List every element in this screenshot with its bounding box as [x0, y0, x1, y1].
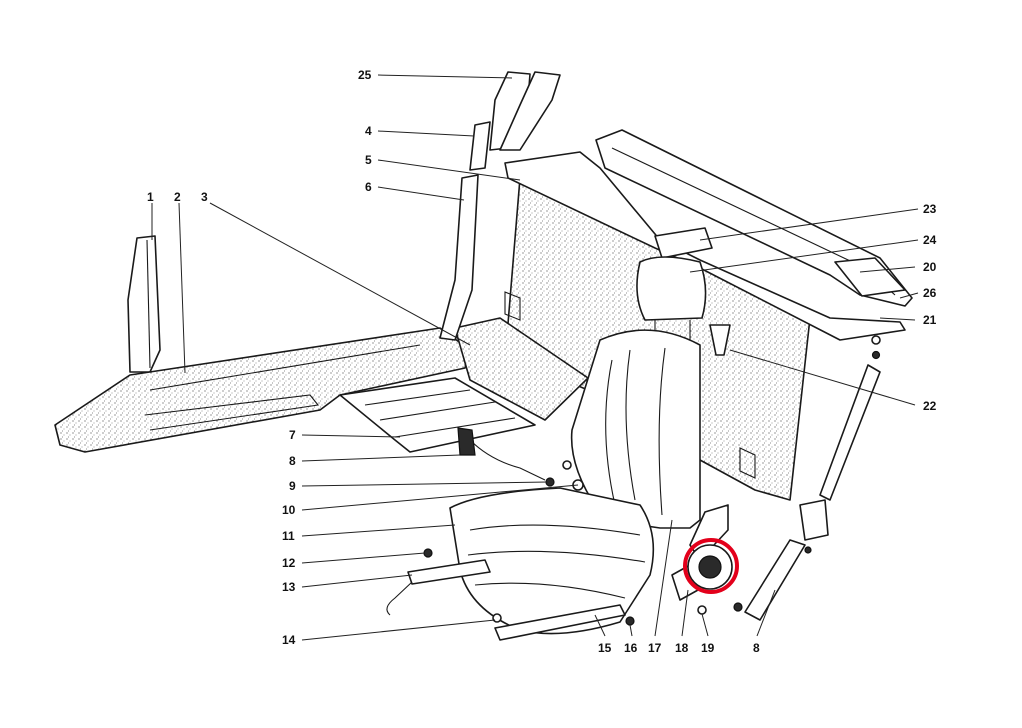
seat-back-pleats: [605, 347, 666, 516]
callout-24: 24: [923, 233, 937, 247]
upper-rail-trim: [595, 129, 913, 307]
headrest: [636, 256, 707, 321]
callout-8-right: 8: [753, 641, 760, 655]
bolt-21: [871, 350, 881, 360]
callout-9: 9: [289, 479, 296, 493]
rear-parcel-shelf: [504, 151, 906, 341]
callout-20: 20: [923, 260, 937, 274]
seat-cushion-pleats: [467, 524, 646, 599]
screw-12: [423, 548, 433, 558]
sill-trim-moulding: [144, 344, 421, 431]
callout-18: 18: [675, 641, 689, 655]
callout-19: 19: [701, 641, 715, 655]
seat-belt-buckle-cable: [469, 439, 546, 481]
bulkhead-slot-left: [504, 291, 521, 321]
callout-8-left: 8: [289, 454, 296, 468]
leader-lines: [151, 74, 919, 641]
callout-7: 7: [289, 428, 296, 442]
callout-17: 17: [648, 641, 662, 655]
callout-3: 3: [201, 190, 208, 204]
left-kick-panel: [127, 235, 161, 373]
callout-labels: 1 2 3 4 5 6 7 8 9 10 11 12 13 14 15 16 1…: [147, 68, 937, 655]
pillar-trim-6: [439, 174, 479, 341]
pillar-trim-25-inner: [499, 71, 561, 151]
seat-bolt: [562, 460, 572, 470]
seat-cushion: [449, 487, 655, 635]
callout-1: 1: [147, 190, 154, 204]
seat-belt-strap: [819, 364, 881, 501]
sill-trim: [54, 327, 471, 453]
seat-runner-left: [407, 559, 491, 585]
recliner-knob-core: [698, 555, 722, 579]
callout-5: 5: [365, 153, 372, 167]
callout-10: 10: [282, 503, 296, 517]
highlight-ring: [683, 538, 739, 594]
callout-21: 21: [923, 313, 937, 327]
seat-belt-buckle: [457, 427, 476, 456]
callout-22: 22: [923, 399, 937, 413]
kick-panel-fold: [146, 239, 151, 369]
callout-14: 14: [282, 633, 296, 647]
parcel-shelf-center-block: [654, 227, 713, 259]
rear-floor-carpet: [454, 317, 589, 421]
callout-23: 23: [923, 202, 937, 216]
callout-11: 11: [282, 529, 295, 543]
seat-runner-left-lever: [386, 581, 413, 616]
screw-14: [492, 613, 502, 623]
pillar-trim-4: [469, 121, 491, 171]
callout-16: 16: [624, 641, 638, 655]
callout-4: 4: [365, 124, 372, 138]
callout-12: 12: [282, 556, 296, 570]
nut-8b: [733, 602, 743, 612]
callout-2: 2: [174, 190, 181, 204]
seat-belt-lower-strap: [744, 539, 806, 621]
callout-6: 6: [365, 180, 372, 194]
seat-back: [570, 329, 701, 529]
bulkhead-slot-right: [739, 447, 756, 479]
trim-clip-22: [709, 324, 731, 356]
washer-21: [871, 335, 881, 345]
callout-13: 13: [282, 580, 296, 594]
rail-end-cap: [834, 257, 906, 297]
screw-16: [625, 616, 635, 626]
callout-15: 15: [598, 641, 612, 655]
callout-26: 26: [923, 286, 937, 300]
seat-runner-right: [494, 604, 626, 641]
callout-25: 25: [358, 68, 372, 82]
floor-mat-ribs: [364, 389, 516, 438]
pin-screw: [804, 546, 812, 554]
seat-belt-retractor: [799, 499, 829, 541]
bolt-19: [697, 605, 707, 615]
